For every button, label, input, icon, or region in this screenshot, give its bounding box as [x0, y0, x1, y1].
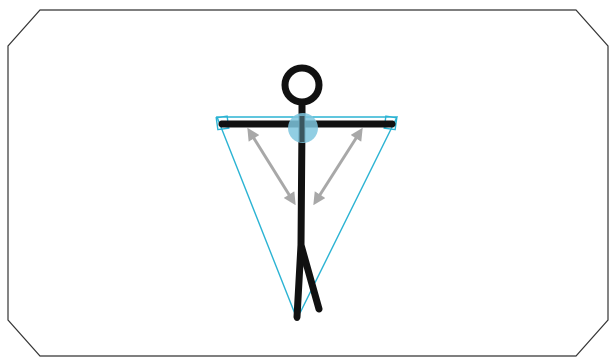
left-double-arrow — [250, 132, 293, 201]
right-double-arrow — [316, 132, 360, 201]
triangle-outline — [217, 117, 397, 319]
octagon-frame — [8, 10, 608, 356]
foot-dot — [294, 315, 300, 321]
figure-head — [285, 68, 319, 102]
right-hand-dot — [389, 121, 396, 128]
figure-right-leg — [301, 245, 319, 309]
figure-left-leg — [297, 245, 301, 317]
left-hand-dot — [219, 121, 226, 128]
